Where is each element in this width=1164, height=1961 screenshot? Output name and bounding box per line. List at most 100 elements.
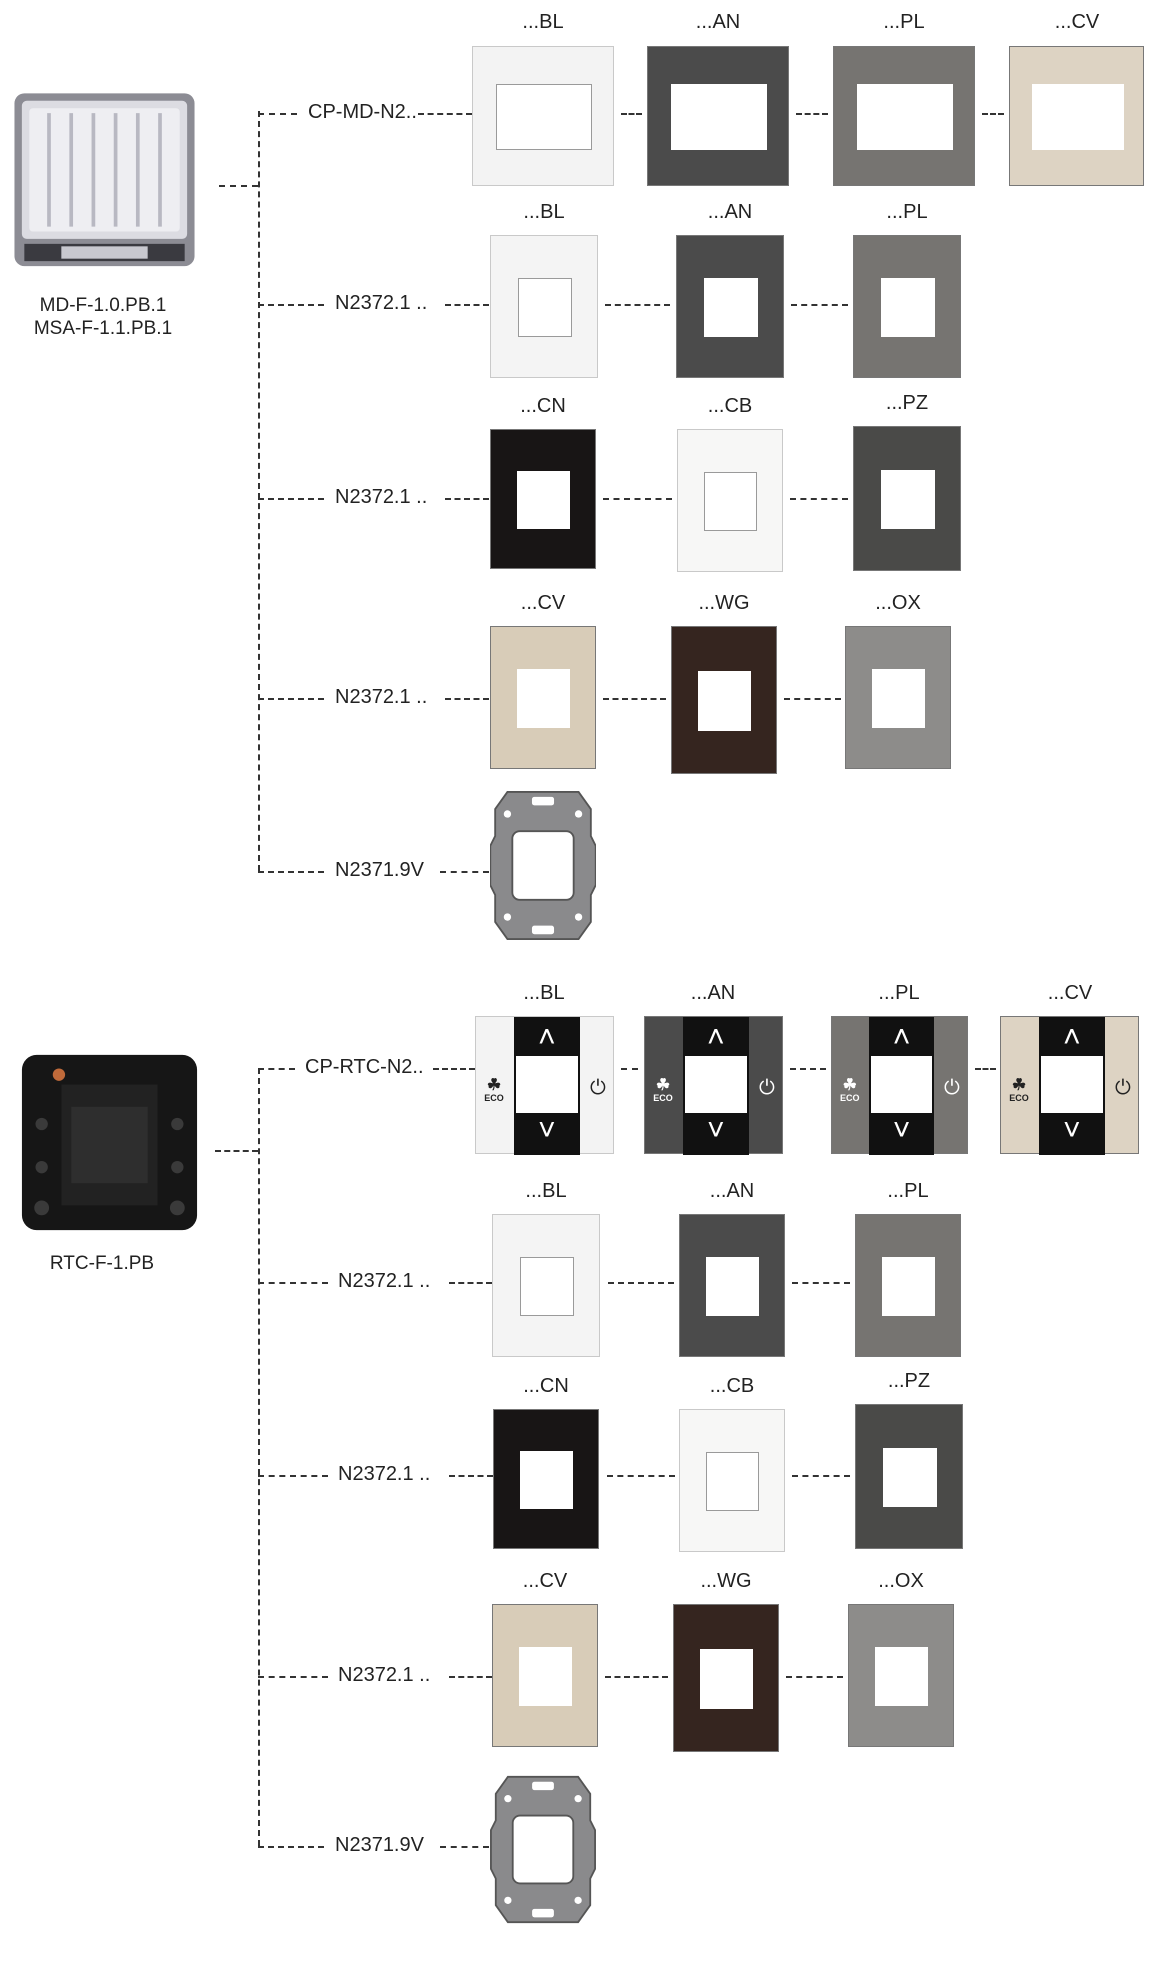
finish-label: ...CV [523,1571,567,1591]
mounting-frame-icon [490,787,596,944]
plate-window [704,472,757,531]
eco-leaf-icon: ☘ECO [651,1078,676,1103]
display-window [869,1054,935,1115]
plate-window [882,1257,935,1316]
product-code-label: N2372.1 .. [338,1271,430,1291]
plate-window [518,278,572,337]
cover-plate [490,429,596,569]
plate-window [520,1257,574,1316]
eco-text: ECO [837,1094,862,1103]
plate-window [706,1257,759,1316]
connector-line [258,1068,295,1070]
finish-label: ...PL [883,12,924,32]
eco-text: ECO [482,1094,507,1103]
display-window [514,1054,581,1115]
cover-plate [677,429,783,572]
eco-leaf-icon: ☘ECO [1007,1078,1032,1103]
connector-line [258,1475,328,1477]
connector-line [445,498,489,500]
eco-text: ECO [1007,1094,1032,1103]
cover-plate [676,235,784,378]
chevron-down-icon: ˅ [514,1116,581,1146]
connector-line [605,1676,668,1678]
finish-label: ...PL [886,202,927,222]
finish-label: ...PL [878,983,919,1003]
motion-sensor-icon [12,86,197,271]
connector-line [790,1068,826,1070]
connector-line [790,498,848,500]
cover-plate: ˄˅☘ECO⏻ [475,1016,614,1154]
cover-plate [493,1409,599,1549]
plate-window [875,1647,928,1706]
power-icon: ⏻ [759,1078,775,1098]
connector-line [258,1846,324,1848]
trunk-line [258,111,260,871]
connector-line [621,113,642,115]
plate-window [496,84,592,150]
connector-line [445,304,489,306]
connector-line [608,1282,674,1284]
display-window [1039,1054,1106,1115]
connector-line [603,498,672,500]
finish-label: ...PL [887,1181,928,1201]
power-icon: ⏻ [1115,1078,1131,1098]
product-code-label: CP-MD-N2.. [308,102,417,122]
device-model-line: MD-F-1.0.PB.1 [34,295,172,318]
finish-label: ...CV [521,593,565,613]
connector-line [786,1676,843,1678]
cover-plate [472,46,614,186]
finish-label: ...AN [708,202,752,222]
connector-line [440,1846,489,1848]
plate-window [520,1451,573,1509]
connector-line [791,304,848,306]
connector-line [258,871,324,873]
connector-line [605,304,670,306]
finish-label: ...OX [878,1571,924,1591]
chevron-up-icon: ˄ [869,1023,935,1053]
plate-window [704,278,758,337]
connector-line [792,1282,850,1284]
connector-line [440,871,489,873]
product-code-label: N2372.1 .. [338,1464,430,1484]
connector-line [219,185,258,187]
finish-label: ...CB [708,396,752,416]
finish-label: ...AN [691,983,735,1003]
connector-line [621,1068,638,1070]
plate-window [700,1649,753,1710]
connector-line [445,698,489,700]
finish-label: ...AN [710,1181,754,1201]
chevron-down-icon: ˅ [683,1116,750,1146]
finish-label: ...PZ [886,393,928,413]
cover-plate [647,46,789,186]
product-code-label: N2371.9V [335,860,424,880]
plate-window [857,84,953,150]
plate-window [883,1448,937,1508]
chevron-down-icon: ˅ [869,1116,935,1146]
connector-line [258,498,324,500]
cover-plate [855,1214,961,1357]
cover-plate: ˄˅☘ECO⏻ [644,1016,783,1154]
connector-line [796,113,828,115]
leaf-icon: ☘ [482,1078,507,1094]
finish-label: ...AN [696,12,740,32]
eco-leaf-icon: ☘ECO [837,1078,862,1103]
finish-label: ...BL [522,12,563,32]
finish-label: ...WG [700,1571,751,1591]
device-model-line: MSA-F-1.1.PB.1 [34,318,172,341]
leaf-icon: ☘ [1007,1078,1032,1094]
cover-plate [673,1604,779,1752]
finish-label: ...CN [520,396,566,416]
plate-window [519,1647,572,1706]
connector-line [449,1475,493,1477]
connector-line [792,1475,850,1477]
chevron-up-icon: ˄ [1039,1023,1106,1053]
leaf-icon: ☘ [651,1078,676,1094]
display-window [683,1054,750,1115]
finish-label: ...CB [710,1376,754,1396]
connector-line [449,1676,492,1678]
power-icon: ⏻ [944,1078,960,1098]
leaf-icon: ☘ [837,1078,862,1094]
connector-line [607,1475,675,1477]
